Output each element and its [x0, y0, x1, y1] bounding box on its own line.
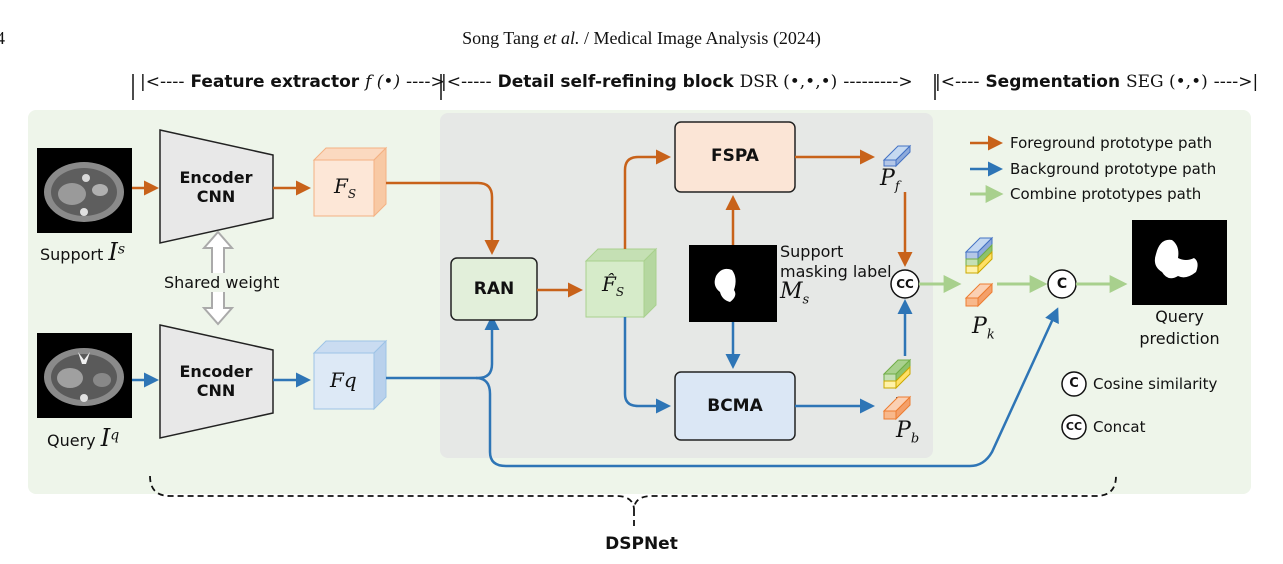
page-number: 4	[0, 28, 5, 48]
fs-label: FS	[334, 174, 356, 201]
support-ct-image	[37, 148, 132, 233]
query-ct-image	[37, 333, 132, 418]
fshat-to-fspa-arrow	[623, 149, 671, 249]
fs-to-ran-arrow	[386, 181, 500, 255]
legend-cosine-label: Cosine similarity	[1093, 375, 1218, 393]
segmentation-label: |<---- Segmentation SEG (•,•) ---->|	[935, 72, 1259, 92]
prediction-label: Query prediction	[1132, 306, 1227, 350]
fq-to-cosine-arrow	[475, 307, 1059, 468]
query-symbol: I	[100, 424, 111, 452]
mask-label: Support masking label Ms	[780, 242, 892, 310]
encoder-bottom-label: Encoder CNN	[166, 362, 266, 400]
dsr-panel	[440, 113, 933, 458]
pk-label: Pk	[972, 314, 995, 342]
query-superscript: q	[110, 427, 120, 444]
fs-hat-cube	[584, 247, 658, 319]
running-head: Song Tang et al. / Medical Image Analysi…	[0, 28, 1283, 49]
query-input-label: Query Iq	[47, 424, 119, 452]
pb-subscript: b	[910, 431, 920, 447]
fq-label: Fq	[330, 368, 357, 392]
prediction-line1: Query	[1155, 307, 1204, 326]
support-input-label: Support Is	[40, 238, 125, 266]
pk-subscript: k	[986, 327, 995, 343]
mask-subscript: s	[802, 292, 810, 308]
legend-cosine-circle	[1061, 371, 1087, 397]
running-head-etal: et al.	[543, 28, 580, 48]
dsr-label: |<----- Detail self-refining block DSR (…	[441, 72, 913, 92]
dsr-notation: DSR (•,•,•)	[739, 72, 838, 92]
legend-concat-label: Concat	[1093, 418, 1146, 436]
pf-label: Pf	[880, 166, 900, 194]
legend-concat-circle	[1061, 414, 1087, 440]
fs-hat-subscript: S	[615, 285, 625, 299]
pf-subscript: f	[894, 179, 900, 195]
mask-line1: Support	[780, 242, 844, 261]
encoder-bottom-line1: Encoder	[179, 362, 253, 381]
pb-label: Pb	[896, 418, 919, 446]
pb-symbol: P	[896, 418, 911, 443]
encoder-bottom-shape	[159, 324, 274, 439]
feature-extractor-notation: f (•)	[365, 72, 401, 92]
pk-symbol: P	[972, 314, 987, 339]
mask-symbol: M	[780, 279, 803, 304]
feature-extractor-label: |<---- Feature extractor f (•) ---->	[140, 72, 445, 92]
prediction-line2: prediction	[1139, 329, 1220, 348]
support-superscript: s	[117, 241, 126, 258]
pk-prototype-stack: :	[964, 236, 994, 308]
pb-prototype-stack: :	[882, 358, 912, 421]
fs-hat-symbol: F̂	[602, 272, 616, 296]
running-head-authors: Song Tang	[462, 28, 544, 48]
fq-cube	[312, 339, 388, 411]
pf-prototype-bar	[882, 144, 912, 168]
feature-extractor-title: Feature extractor	[190, 72, 360, 92]
legend-concat-symbol: CC	[1065, 420, 1083, 433]
mask-line2: masking label	[780, 262, 892, 281]
legend-cosine-symbol: C	[1069, 376, 1079, 391]
encoder-top-shape	[159, 129, 274, 244]
fs-cube	[312, 146, 388, 218]
encoder-top-line2: CNN	[196, 187, 236, 206]
shared-weight-label: Shared weight	[162, 273, 282, 292]
support-symbol: I	[108, 238, 118, 266]
fspa-label: FSPA	[711, 146, 759, 166]
legend-combine-label: Combine prototypes path	[1010, 185, 1202, 203]
concat-op-symbol: CC	[896, 277, 914, 291]
running-head-journal: / Medical Image Analysis (2024)	[579, 28, 821, 48]
segmentation-notation: SEG (•,•)	[1125, 72, 1208, 92]
segmentation-title: Segmentation	[985, 72, 1121, 92]
dspnet-label: DSPNet	[605, 534, 678, 554]
ran-label: RAN	[473, 279, 515, 299]
encoder-top-line1: Encoder	[179, 168, 253, 187]
query-word: Query	[47, 431, 96, 450]
encoder-bottom-line2: CNN	[196, 381, 236, 400]
encoder-top-label: Encoder CNN	[166, 168, 266, 206]
legend-foreground-label: Foreground prototype path	[1010, 134, 1213, 152]
fs-symbol: F	[334, 174, 348, 198]
dsr-title: Detail self-refining block	[497, 72, 734, 92]
cosine-op-symbol: C	[1056, 276, 1068, 292]
legend-background-label: Background prototype path	[1010, 160, 1217, 178]
fs-subscript: S	[347, 187, 357, 201]
fs-hat-label: F̂S	[602, 272, 624, 299]
bcma-label: BCMA	[707, 396, 763, 416]
query-prediction-image	[1132, 220, 1227, 305]
support-word: Support	[40, 245, 104, 264]
support-mask-image	[689, 245, 777, 322]
pf-symbol: P	[880, 166, 895, 191]
fshat-to-bcma-arrow	[623, 317, 671, 414]
